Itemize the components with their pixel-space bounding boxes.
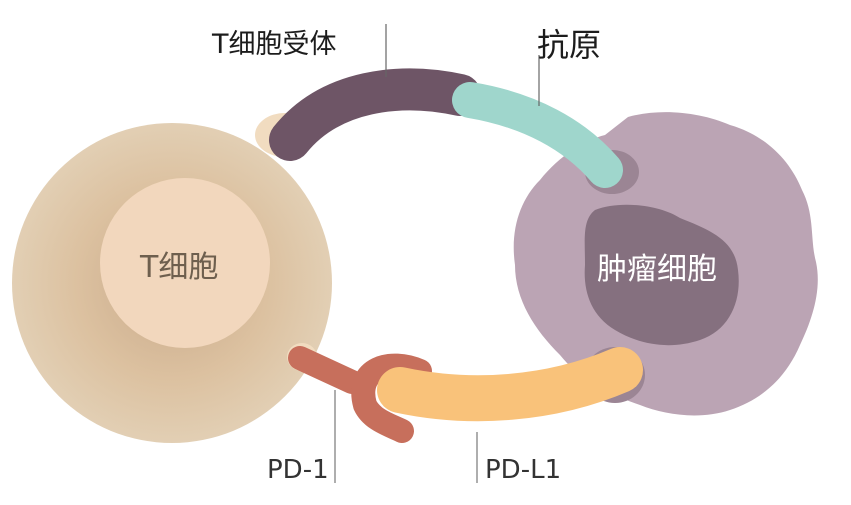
- t-cell-nucleus: [100, 178, 270, 348]
- antigen-label: 抗原: [537, 26, 602, 64]
- pdl1-label: PD-L1: [485, 455, 562, 485]
- pd1: [288, 346, 432, 443]
- tumor-cell-label: 肿瘤细胞: [597, 252, 717, 287]
- t-cell-label: T细胞: [140, 250, 219, 285]
- antigen: [452, 82, 623, 188]
- t-cell-receptor-label: T细胞受体: [212, 29, 337, 60]
- t-cell-receptor: [269, 68, 481, 161]
- pd1-label: PD-1: [267, 455, 329, 485]
- tumor-nucleus: [584, 204, 739, 346]
- pdl1: [377, 347, 643, 422]
